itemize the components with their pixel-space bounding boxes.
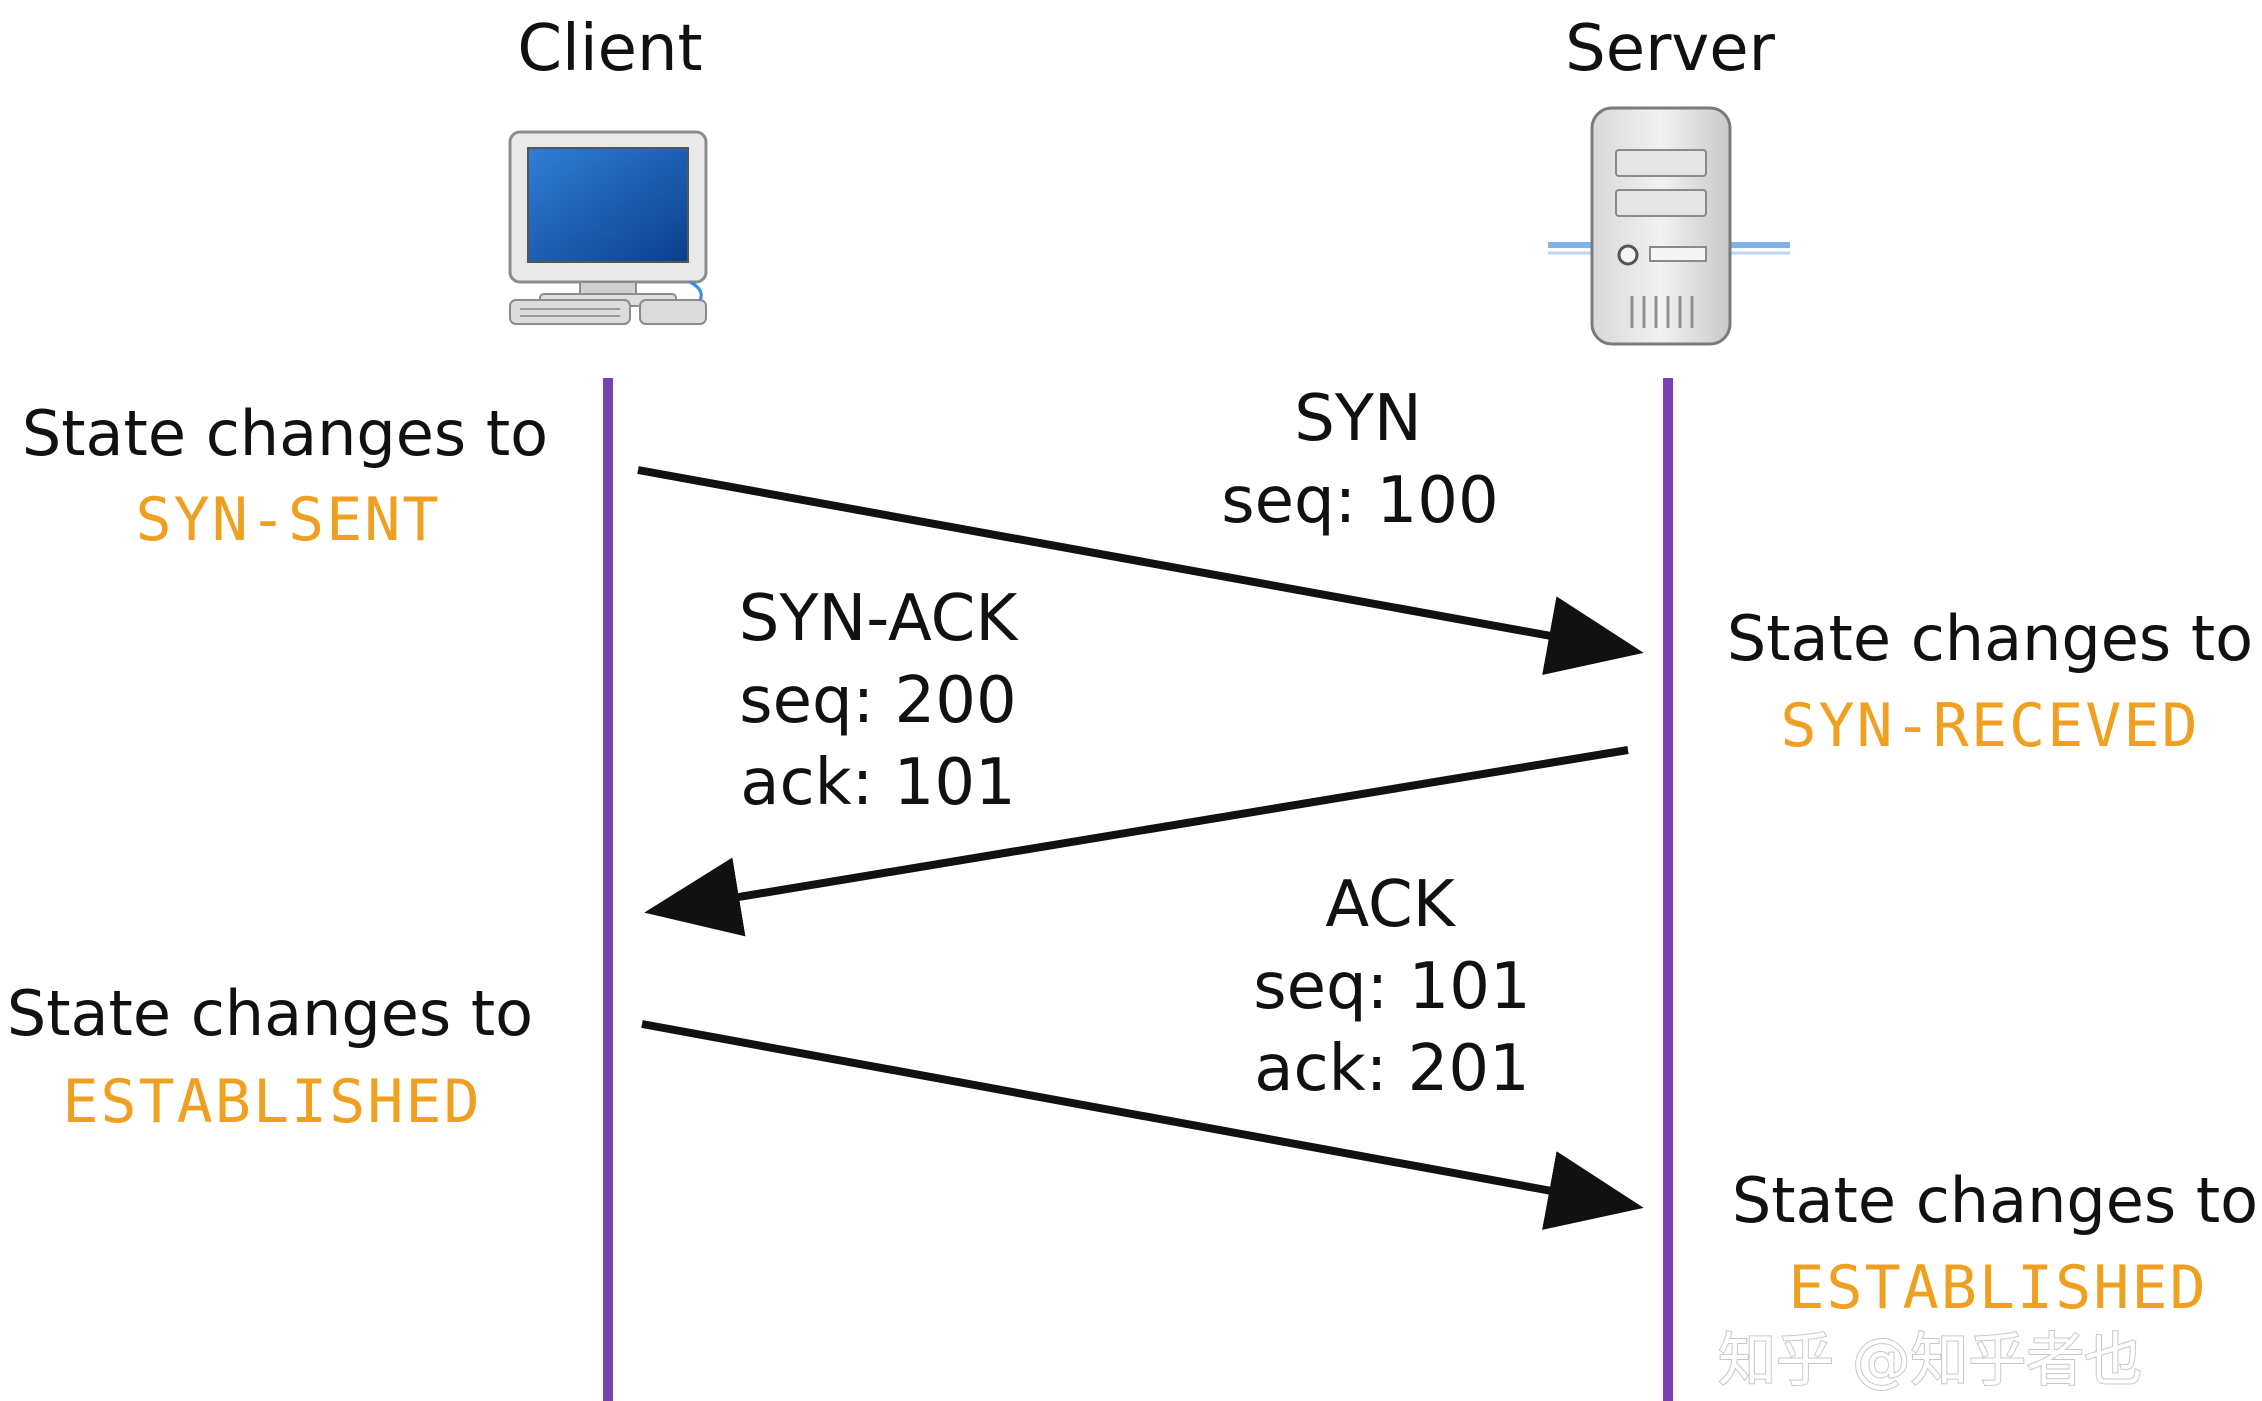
client-title: Client	[517, 12, 702, 86]
syn-ack-message-seq: seq: 200	[739, 664, 1016, 738]
ack-message-seq: seq: 101	[1253, 950, 1530, 1024]
server-state-prefix-syn-received: State changes to	[1727, 602, 2253, 675]
server-tower-icon	[1548, 106, 1790, 346]
ack-message-type: ACK	[1325, 868, 1456, 942]
client-state-value-syn-sent: SYN-SENT	[136, 485, 441, 555]
syn-message-seq: seq: 100	[1221, 464, 1498, 538]
ack-arrow	[641, 1020, 1644, 1230]
watermark: 知乎 @知乎者也	[1718, 1326, 2142, 1394]
server-state-value-syn-received: SYN-RECEVED	[1780, 691, 2199, 761]
desktop-computer-icon	[508, 130, 708, 325]
server-state-prefix-established: State changes to	[1732, 1164, 2258, 1237]
ack-message-ack: ack: 201	[1254, 1032, 1530, 1106]
client-state-value-established: ESTABLISHED	[62, 1067, 481, 1137]
client-state-prefix-established: State changes to	[7, 977, 533, 1050]
syn-ack-arrow	[644, 746, 1629, 937]
server-state-value-established: ESTABLISHED	[1788, 1253, 2207, 1323]
client-state-prefix-syn-sent: State changes to	[22, 397, 548, 470]
syn-ack-message-type: SYN-ACK	[739, 582, 1020, 656]
syn-ack-message-ack: ack: 101	[740, 746, 1016, 820]
syn-arrow	[637, 466, 1644, 676]
server-title: Server	[1565, 12, 1776, 86]
syn-message-type: SYN	[1294, 382, 1422, 456]
